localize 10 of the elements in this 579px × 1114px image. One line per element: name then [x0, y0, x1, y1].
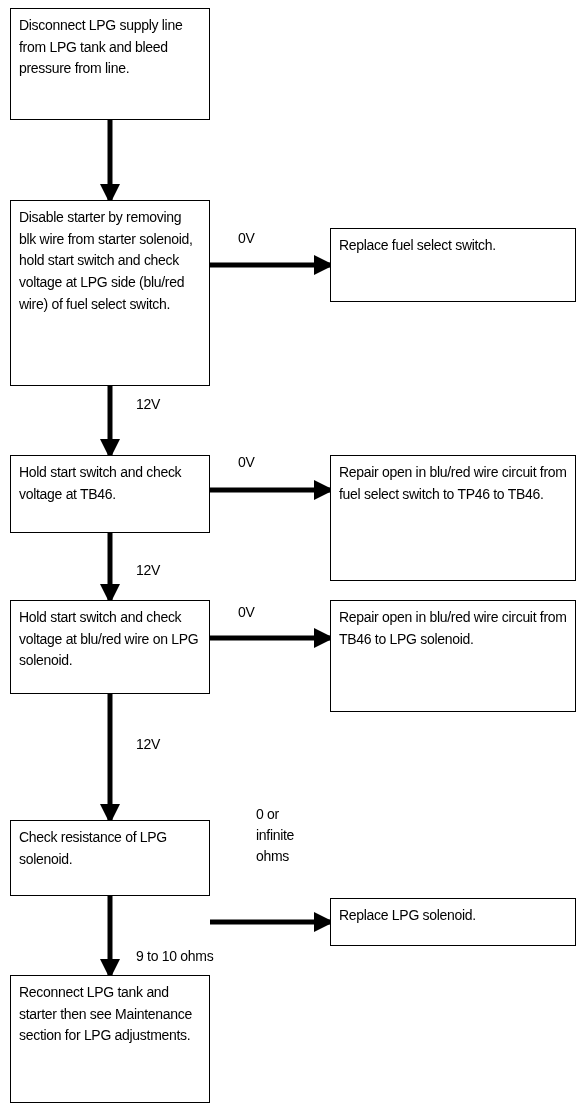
process-box: Hold start switch and check voltage at TB46.	[10, 455, 210, 533]
process-box: Reconnect LPG tank and starter then see Maintenance section for LPG adjustments.	[10, 975, 210, 1103]
process-box: Disable starter by removing blk wire from starter solenoid, hold start switch and check voltage at LPG side (blu/red wire) of fuel select switch.	[10, 200, 210, 386]
process-box: Replace fuel select switch.	[330, 228, 576, 302]
process-box: Hold start switch and check voltage at blu/red wire on LPG solenoid.	[10, 600, 210, 694]
process-box: Disconnect LPG supply line from LPG tank and bleed pressure from line.	[10, 8, 210, 120]
process-box: Check resistance of LPG solenoid.	[10, 820, 210, 896]
process-box: Repair open in blu/red wire circuit from fuel select switch to TP46 to TB46.	[330, 455, 576, 581]
process-box: Repair open in blu/red wire circuit from TB46 to LPG solenoid.	[330, 600, 576, 712]
process-box: Replace LPG solenoid.	[330, 898, 576, 946]
